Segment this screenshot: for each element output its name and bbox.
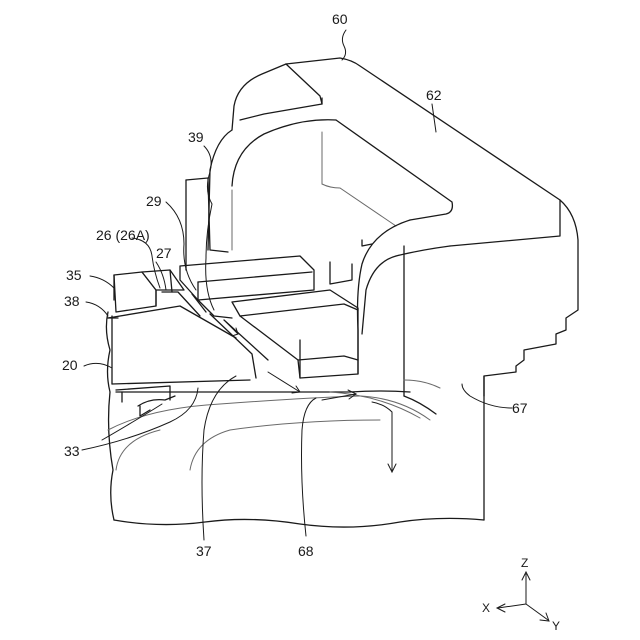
- label-20: 20: [62, 357, 78, 373]
- label-38: 38: [64, 293, 80, 309]
- label-33: 33: [64, 443, 80, 459]
- label-27: 27: [156, 245, 172, 261]
- label-29: 29: [146, 193, 162, 209]
- axis-triad: Z X Y: [482, 556, 560, 633]
- guide-blocks: [180, 256, 396, 472]
- label-62: 62: [426, 87, 442, 103]
- label-26-26a: 26 (26A): [96, 227, 150, 243]
- label-35: 35: [66, 267, 82, 283]
- x-axis-arrow: [498, 604, 526, 608]
- label-68: 68: [298, 543, 314, 559]
- label-39: 39: [188, 129, 204, 145]
- axis-z-label: Z: [521, 556, 528, 570]
- label-60: 60: [332, 11, 348, 27]
- label-37: 37: [196, 543, 212, 559]
- axis-x-label: X: [482, 601, 490, 615]
- axis-y-label: Y: [552, 619, 560, 633]
- label-67: 67: [512, 400, 528, 416]
- y-axis-arrow: [526, 604, 548, 620]
